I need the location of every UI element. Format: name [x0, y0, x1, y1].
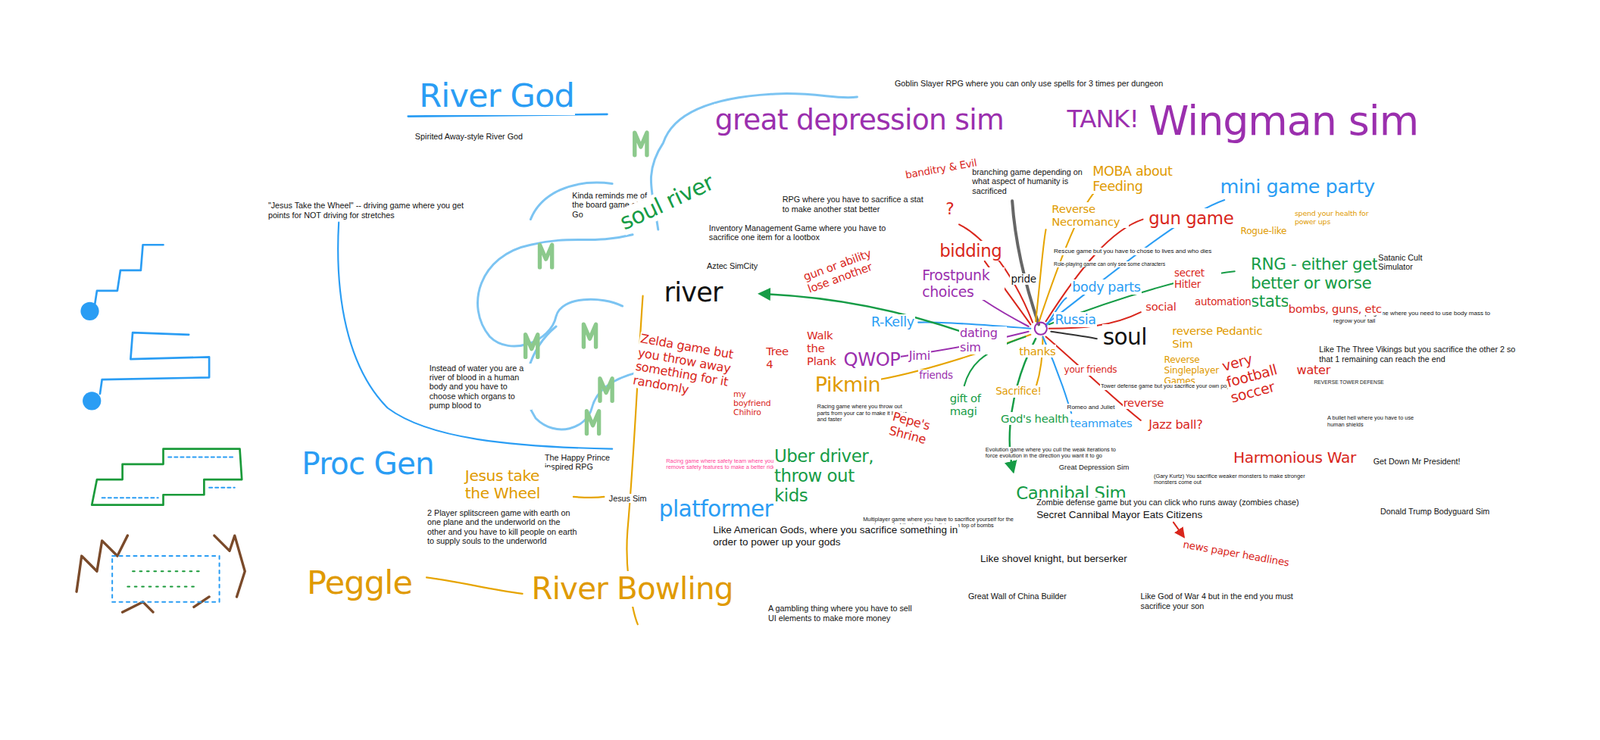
handwritten-label: bidding — [938, 240, 1003, 261]
sprite-sketches — [76, 244, 245, 613]
handwritten-label: Proc Gen — [300, 446, 435, 482]
handwritten-label: spend your health for power ups — [1293, 209, 1382, 227]
handwritten-label: Wingman sim — [1147, 97, 1419, 145]
connector-line — [426, 577, 523, 594]
note-text: Satanic Cult Simulator — [1377, 253, 1450, 272]
handwritten-label: Peggle — [306, 564, 413, 603]
note-text: A bullet hell where you have to use huma… — [1326, 415, 1425, 429]
note-text: REVERSE TOWER DEFENSE — [1313, 379, 1385, 386]
note-text: The Happy Prince inspired RPG — [543, 453, 622, 472]
tree-marks — [525, 132, 647, 434]
handwritten-label: God's health — [1000, 412, 1070, 425]
note-text: Jesus Sim — [608, 493, 648, 504]
handwritten-label: platformer — [658, 496, 774, 522]
note-text: Goblin Slayer RPG where you can only use… — [893, 78, 1164, 88]
note-text: Aztec SimCity — [706, 261, 759, 271]
handwritten-label: TANK! — [1066, 105, 1140, 134]
note-text: 2 Player splitscreen game with earth on … — [426, 508, 582, 547]
note-text: Like God of War 4 but in the end you mus… — [1140, 591, 1316, 611]
note-text: Racing game where safety team where you … — [665, 458, 779, 472]
note-text: Evolution game where you cull the weak i… — [984, 446, 1119, 460]
handwritten-label: Pepe's Shrine — [886, 409, 945, 451]
handwritten-label: River Bowling — [530, 571, 734, 607]
note-text: Instead of water you are a river of bloo… — [428, 363, 533, 411]
handwritten-label: great depression sim — [714, 103, 1005, 137]
handwritten-label: reverse — [1122, 396, 1166, 410]
note-text: Like The Three Vikings but you sacrifice… — [1318, 344, 1524, 364]
river-stroke — [337, 222, 613, 450]
handwritten-label: Jesus take the Wheel — [464, 467, 553, 503]
note-text: "Jesus Take the Wheel" -- driving game w… — [267, 200, 484, 220]
handwritten-label: soul — [1102, 324, 1148, 350]
handwritten-label: river — [663, 277, 724, 308]
handwritten-label: Rogue-like — [1240, 226, 1288, 238]
note-text: Like American Gods, where you sacrifice … — [712, 524, 959, 548]
handwritten-label: reverse Pedantic Sim — [1171, 324, 1265, 350]
handwritten-label: teammates — [1069, 416, 1134, 430]
handwritten-label: dating sim — [959, 326, 1007, 355]
note-text: branching game depending on what aspect … — [971, 167, 1085, 196]
handwritten-label: Russia — [1053, 312, 1097, 328]
note-text: Great Depression Sim — [1058, 463, 1131, 472]
handwritten-label: Uber driver, throw out kids — [773, 446, 878, 507]
handwritten-label: body parts — [1071, 279, 1141, 295]
handwritten-label: friends — [918, 369, 954, 382]
handwritten-label: Jimi — [908, 349, 932, 364]
handwritten-label: Harmonious War — [1232, 449, 1357, 467]
handwritten-label: my boyfriend Chihiro — [732, 390, 785, 419]
note-text: Get Down Mr President! — [1372, 456, 1462, 466]
handwritten-label: R-Kelly — [870, 314, 916, 330]
handwritten-label: automation — [1193, 296, 1253, 308]
note-text: Donald Trump Bodyguard Sim — [1379, 506, 1491, 516]
handwritten-label: thanks — [1018, 344, 1057, 358]
handwritten-label: gun game — [1147, 208, 1235, 229]
handwritten-label: secret Hitler — [1173, 267, 1222, 291]
note-text: Great Wall of China Builder — [967, 591, 1068, 601]
note-text: Like shovel knight, but berserker — [979, 553, 1129, 565]
connector-line — [573, 496, 604, 498]
note-text: A gambling thing where you have to sell … — [767, 603, 922, 623]
handwritten-label: mini game party — [1219, 175, 1376, 198]
handwritten-label: gun or ability lose another — [800, 246, 879, 296]
note-text: Inventory Management Game where you have… — [708, 223, 914, 243]
note-text: RPG where you have to sacrifice a stat t… — [781, 194, 927, 214]
handwritten-label: MOBA about Feeding — [1091, 163, 1196, 194]
handwritten-label: pride — [1009, 273, 1037, 285]
title-text: River God — [418, 77, 575, 116]
handwritten-label: Jazz ball? — [1147, 418, 1204, 433]
handwritten-label: bombs, guns, etc — [1287, 302, 1383, 316]
river-stroke — [478, 234, 634, 347]
handwritten-label: Reverse Necromancy — [1050, 202, 1129, 229]
note-text: Rescue game but you have to chose to liv… — [1053, 247, 1213, 255]
note-text: (Gary Kurtz) You sacrifice weaker monste… — [1153, 473, 1308, 487]
handwritten-label: banditry & Evil — [903, 156, 979, 182]
handwritten-label: your friends — [1063, 365, 1119, 376]
note-text: Spirited Away-style River God — [414, 131, 524, 141]
note-text: Zombie defense game but you can click wh… — [1035, 497, 1300, 507]
note-text: Role-playing game can only see some char… — [1053, 261, 1166, 268]
handwritten-label: Sacrifice! — [994, 385, 1042, 397]
handwritten-label: Frostpunk choices — [921, 267, 1005, 300]
handwritten-label: QWOP — [843, 349, 902, 371]
handwritten-label: Pikmin — [814, 373, 882, 397]
handwritten-label: news paper headlines — [1181, 538, 1292, 569]
handwritten-label: Tree 4 — [765, 344, 800, 371]
note-text: Secret Cannibal Mayor Eats Citizens — [1035, 509, 1204, 521]
note-text: Romeo and Juliet — [1066, 403, 1116, 411]
handwritten-label: ? — [944, 200, 955, 219]
handwritten-label: water — [1296, 363, 1332, 379]
handwritten-label: social — [1144, 300, 1177, 313]
